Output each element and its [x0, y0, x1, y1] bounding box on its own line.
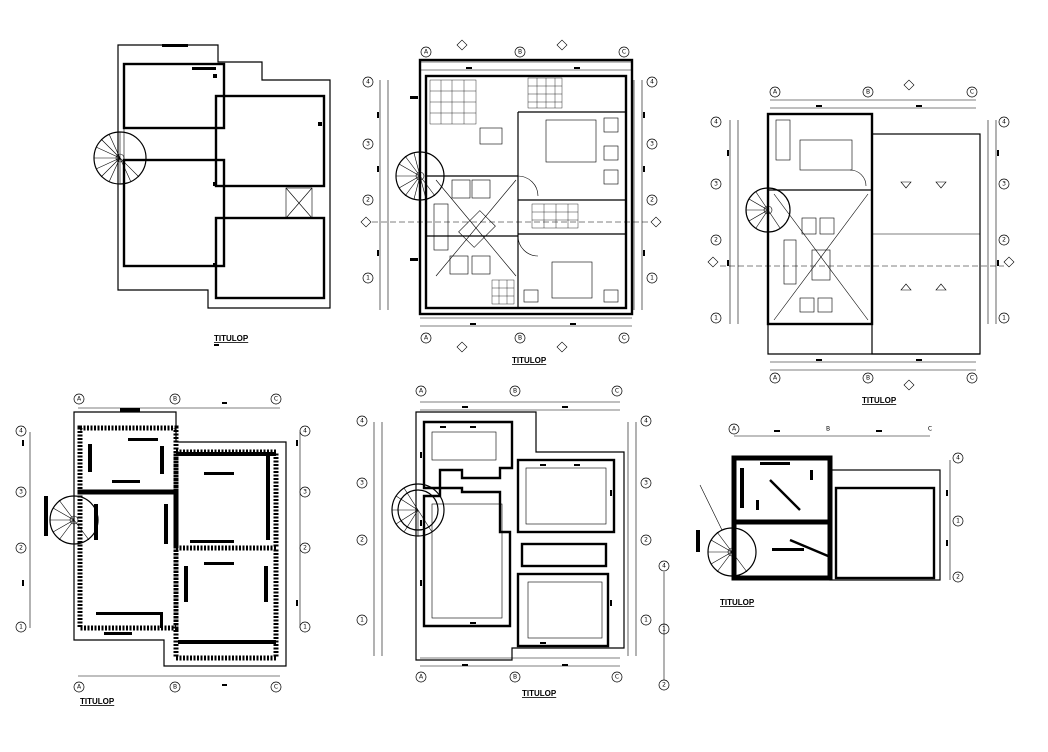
p5-grid-top-c: C: [615, 388, 619, 395]
plan-1-title: TITULOP: [214, 334, 249, 343]
p2-grid-top-b: B: [518, 49, 522, 56]
p4-grid-top-b: B: [173, 396, 177, 403]
plan-3-title: TITULOP: [862, 396, 897, 405]
p6-grid-left-4: 4: [662, 563, 666, 570]
p5-grid-right-4: 4: [644, 418, 648, 425]
p3-grid-right-4: 4: [1002, 119, 1006, 126]
p6-grid-top-c: C: [928, 426, 932, 433]
p2-grid-left-1: 1: [366, 275, 370, 282]
p3-grid-top-c: C: [970, 89, 974, 96]
plan-2-title: TITULOP: [512, 356, 547, 365]
p4-grid-left-1: 1: [19, 624, 23, 631]
p2-grid-right-4: 4: [650, 79, 654, 86]
p4-grid-left-4: 4: [19, 428, 23, 435]
plan-5-foundation: A B C A B C 4 3 2 1 4 3 2 1 TITULOP: [356, 385, 652, 698]
p4-grid-right-2: 2: [303, 545, 307, 552]
p5-grid-left-1: 1: [360, 617, 364, 624]
p3-grid-left-4: 4: [714, 119, 718, 126]
p6-grid-right-4: 4: [956, 455, 960, 462]
plan-1-roof-outline: TITULOP: [93, 44, 331, 346]
p4-grid-bottom-c: C: [274, 684, 278, 691]
p2-grid-left-2: 2: [366, 197, 370, 204]
p3-grid-left-1: 1: [714, 315, 718, 322]
p2-grid-right-1: 1: [650, 275, 654, 282]
p2-grid-right-3: 3: [650, 141, 654, 148]
p5-grid-top-a: A: [419, 388, 424, 395]
p5-grid-left-4: 4: [360, 418, 364, 425]
p3-grid-top-b: B: [866, 89, 870, 96]
p3-grid-left-2: 2: [714, 237, 718, 244]
p5-grid-left-3: 3: [360, 480, 364, 487]
plan-6-upper-structural: A B C 4 1 2 4 1 2 TITULOP: [658, 423, 964, 691]
p3-grid-bottom-c: C: [970, 375, 974, 382]
plan-4-title: TITULOP: [80, 697, 115, 706]
p4-grid-right-1: 1: [303, 624, 307, 631]
p6-grid-left-2: 2: [662, 682, 666, 689]
p4-grid-right-3: 3: [303, 489, 307, 496]
p2-grid-right-2: 2: [650, 197, 654, 204]
p4-grid-left-3: 3: [19, 489, 23, 496]
p3-grid-right-1: 1: [1002, 315, 1006, 322]
p2-grid-bottom-b: B: [518, 335, 522, 342]
p3-grid-right-2: 2: [1002, 237, 1006, 244]
p5-grid-left-2: 2: [360, 537, 364, 544]
p4-grid-bottom-a: A: [77, 684, 82, 691]
plan-2-furnished-floor: A B C A B C 4 3 2 1 4 3 2 1 TITULOP: [360, 39, 662, 365]
p4-grid-top-a: A: [77, 396, 82, 403]
p3-grid-right-3: 3: [1002, 181, 1006, 188]
p2-grid-top-a: A: [424, 49, 429, 56]
p6-grid-top-b: B: [826, 426, 830, 433]
p4-grid-top-c: C: [274, 396, 278, 403]
p2-grid-bottom-c: C: [622, 335, 626, 342]
p2-grid-top-c: C: [622, 49, 626, 56]
p5-grid-bottom-b: B: [513, 674, 517, 681]
p2-grid-left-3: 3: [366, 141, 370, 148]
p4-grid-right-4: 4: [303, 428, 307, 435]
plan-5-title: TITULOP: [522, 689, 557, 698]
p3-grid-bottom-a: A: [773, 375, 778, 382]
p5-grid-right-1: 1: [644, 617, 648, 624]
plan-6-title: TITULOP: [720, 598, 755, 607]
p2-grid-bottom-a: A: [424, 335, 429, 342]
plan-3-upper-floor: A B C A B C 4 3 2 1 4 3 2 1 TITULOP: [707, 79, 1015, 405]
p3-grid-bottom-b: B: [866, 375, 870, 382]
p6-grid-right-2: 2: [956, 574, 960, 581]
p5-grid-right-2: 2: [644, 537, 648, 544]
p3-grid-left-3: 3: [714, 181, 718, 188]
p5-grid-bottom-c: C: [615, 674, 619, 681]
p6-grid-top-a: A: [732, 426, 737, 433]
p5-grid-right-3: 3: [644, 480, 648, 487]
p2-grid-left-4: 4: [366, 79, 370, 86]
p3-grid-top-a: A: [773, 89, 778, 96]
p6-grid-right-1: 1: [956, 518, 960, 525]
p5-grid-top-b: B: [513, 388, 517, 395]
plan-4-structural-floor: A B C A B C 4 3 2 1 4 3 2 1 TITULOP: [15, 393, 311, 706]
p5-grid-bottom-a: A: [419, 674, 424, 681]
p4-grid-bottom-b: B: [173, 684, 177, 691]
p4-grid-left-2: 2: [19, 545, 23, 552]
